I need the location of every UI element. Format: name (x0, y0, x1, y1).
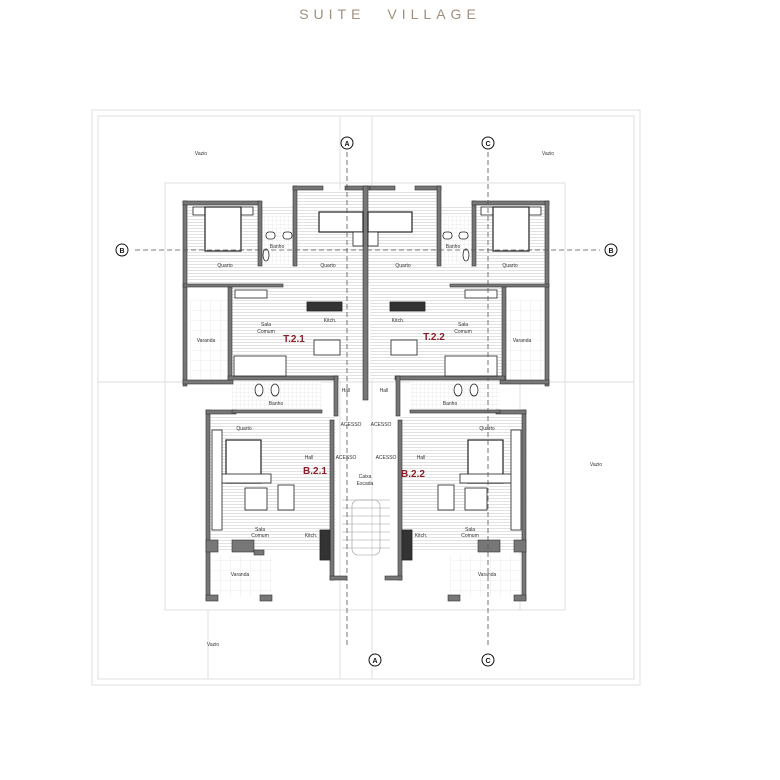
room-bedroom-t21: Quarto (217, 263, 233, 269)
marker-c-top: C (485, 141, 490, 148)
room-living-t22-2: Comum (454, 329, 472, 335)
room-kitchen-b21: Kitch. (305, 533, 318, 539)
room-bath-t22: Banho (446, 244, 461, 250)
room-hall-t22: Hall (380, 388, 389, 394)
marker-b-left: B (119, 248, 124, 255)
outdoor-label-nw: Vazio (195, 151, 207, 157)
room-hall-b22: Hall (417, 455, 426, 461)
room-living-t22: Sala (458, 322, 468, 328)
access-t22: ACESSO (371, 422, 392, 428)
section-markers (115, 136, 618, 667)
room-living-b22-2: Comum (461, 533, 479, 539)
room-bath-b21: Banho (269, 401, 284, 407)
room-bedroom-t22b: Quarto (395, 263, 411, 269)
room-bedroom-b22: Quarto (479, 426, 495, 432)
room-living-t21-2: Comum (257, 329, 275, 335)
room-bedroom-t21b: Quarto (320, 263, 336, 269)
marker-c-bottom: C (485, 658, 490, 665)
access-t21: ACESSO (341, 422, 362, 428)
walls (182, 185, 550, 602)
room-veranda-t22: Varanda (513, 338, 532, 344)
stair-label-2: Escada (357, 481, 374, 487)
outdoor-label-e: Vazio (590, 462, 602, 468)
room-kitchen-t21: Kitch. (324, 318, 337, 324)
room-bath-t21: Banho (270, 244, 285, 250)
room-hall-b21: Hall (305, 455, 314, 461)
unit-label-b21: B.2.1 (303, 466, 327, 477)
outdoor-label-ne: Vazio (542, 151, 554, 157)
room-living-b21-2: Comum (251, 533, 269, 539)
room-living-b22: Sala (465, 527, 475, 533)
marker-a-top: A (344, 141, 349, 148)
room-hall-t21: Hall (342, 388, 351, 394)
room-living-b21: Sala (255, 527, 265, 533)
access-b21: ACESSO (336, 455, 357, 461)
unit-label-t22: T.2.2 (423, 332, 445, 343)
room-veranda-t21: Varanda (197, 338, 216, 344)
furniture (192, 206, 542, 561)
marker-b-right: B (608, 248, 613, 255)
marker-a-bottom: A (372, 658, 377, 665)
room-living-t21: Sala (261, 322, 271, 328)
brand-word-suite: SUITE (299, 6, 366, 22)
room-bath-b22: Banho (443, 401, 458, 407)
room-veranda-b21: Varanda (231, 572, 250, 578)
brand-word-village: VILLAGE (387, 6, 481, 22)
unit-label-b22: B.2.2 (401, 469, 425, 480)
stairwell (342, 499, 390, 556)
stair-label-1: Caixa (359, 474, 372, 480)
outdoor-label-sw: Vazio (207, 642, 219, 648)
room-veranda-b22: Varanda (478, 572, 497, 578)
brand-title: SUITE VILLAGE (0, 6, 780, 22)
room-bedroom-b21: Quarto (236, 426, 252, 432)
room-bedroom-t22: Quarto (502, 263, 518, 269)
section-lines (135, 152, 600, 648)
access-b22: ACESSO (376, 455, 397, 461)
room-kitchen-b22: Kitch. (415, 533, 428, 539)
unit-label-t21: T.2.1 (283, 334, 305, 345)
room-kitchen-t22: Kitch. (392, 318, 405, 324)
